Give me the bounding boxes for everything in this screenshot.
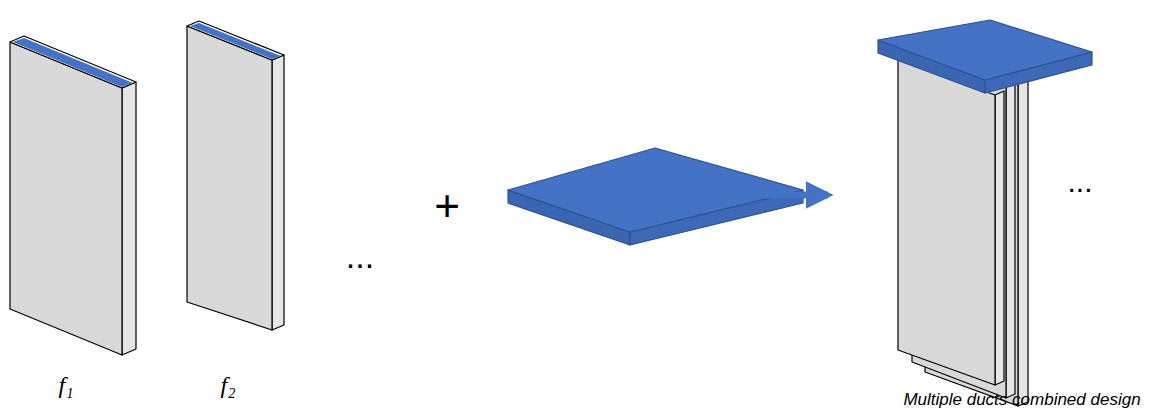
duct bbox=[187, 21, 284, 330]
plate bbox=[508, 148, 803, 245]
duct bbox=[898, 60, 1004, 385]
arrow bbox=[764, 192, 828, 199]
design-caption: Multiple ducts combined design bbox=[903, 391, 1140, 410]
function-label: f₁ bbox=[58, 372, 73, 398]
ellipsis: ... bbox=[1067, 165, 1092, 198]
ellipsis: ... bbox=[346, 238, 374, 275]
duct bbox=[10, 36, 136, 355]
plus-sign: + bbox=[434, 182, 460, 230]
function-label: f₂ bbox=[220, 372, 235, 398]
plate bbox=[878, 20, 1092, 93]
